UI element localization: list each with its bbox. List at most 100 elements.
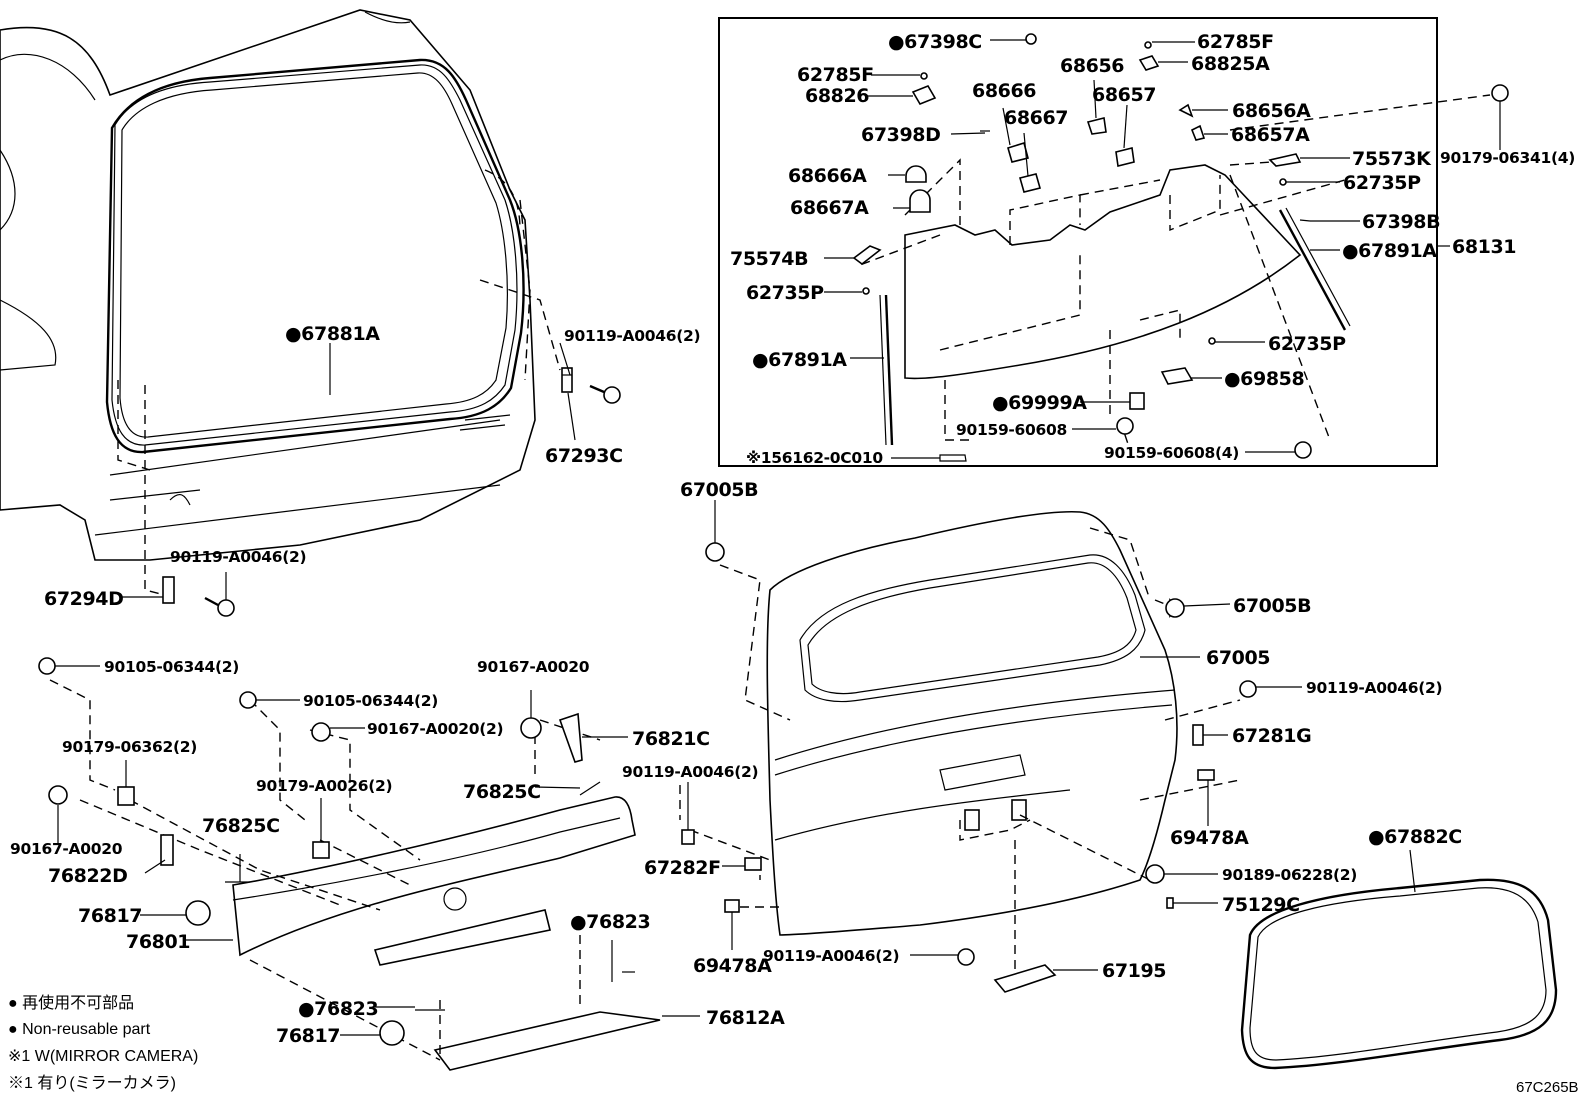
clip-90179-06362 bbox=[117, 786, 135, 806]
label-76823-a: ●76823 bbox=[570, 911, 650, 933]
label-69858: ●69858 bbox=[1224, 368, 1304, 390]
label-76812a: 76812A bbox=[706, 1007, 785, 1029]
label-68656: 68656 bbox=[1060, 55, 1124, 77]
label-67281g: 67281G bbox=[1232, 725, 1311, 747]
nut-90167-left bbox=[48, 785, 68, 805]
label-62735p-b: 62735P bbox=[746, 282, 824, 304]
label-90167-a0020-2: 90167-A0020(2) bbox=[367, 720, 503, 738]
label-76817-a: 76817 bbox=[78, 905, 142, 927]
label-67398c: ●67398C bbox=[888, 31, 982, 53]
label-68667a: 68667A bbox=[790, 197, 869, 219]
bolt-90189 bbox=[1145, 864, 1165, 884]
bolt-90119-e bbox=[957, 948, 975, 966]
label-76825c-b: 76825C bbox=[202, 815, 280, 837]
label-67293c: 67293C bbox=[545, 445, 623, 467]
label-68826: 68826 bbox=[805, 85, 869, 107]
leader-lines bbox=[55, 39, 1501, 1036]
back-door-panel bbox=[679, 510, 1241, 985]
label-90105-06344-a: 90105-06344(2) bbox=[104, 658, 239, 676]
label-90119-a0046-b: 90119-A0046(2) bbox=[170, 548, 306, 566]
bolt-90119-c bbox=[1239, 680, 1257, 698]
label-90119-a0046-e: 90119-A0046(2) bbox=[763, 947, 899, 965]
label-67005: 67005 bbox=[1206, 647, 1270, 669]
legend-nonreusable-jp: ● 再使用不可部品 bbox=[8, 994, 134, 1012]
cap-67005b-right-b bbox=[1165, 598, 1185, 618]
clip-90119-d bbox=[681, 829, 695, 845]
label-75573k: 75573K bbox=[1352, 148, 1432, 170]
bracket-67293c bbox=[561, 367, 573, 393]
label-76817-b: 76817 bbox=[276, 1025, 340, 1047]
weatherstrip-67882c bbox=[1240, 878, 1558, 1070]
label-67882c: ●67882C bbox=[1368, 826, 1462, 848]
part-labels: ●67881A 90119-A0046(2) 67293C 90119-A004… bbox=[10, 31, 1575, 1047]
label-90159-60608-4: 90159-60608(4) bbox=[1104, 444, 1239, 462]
bolt-90105-b bbox=[239, 691, 257, 709]
label-90105-06344-b: 90105-06344(2) bbox=[303, 692, 438, 710]
label-90179-a0026: 90179-A0026(2) bbox=[256, 777, 392, 795]
label-156162-0c010: ※156162-0C010 bbox=[746, 449, 883, 467]
label-90119-a0046-a: 90119-A0046(2) bbox=[564, 327, 700, 345]
stopper-69478a-right bbox=[1197, 769, 1215, 781]
label-67398d: 67398D bbox=[861, 124, 940, 146]
bolt-90119-b bbox=[204, 596, 235, 617]
label-68656a: 68656A bbox=[1232, 100, 1311, 122]
bracket-67282f bbox=[744, 857, 762, 871]
label-69478a-right: 69478A bbox=[1170, 827, 1249, 849]
label-67005b-b: 67005B bbox=[1233, 595, 1311, 617]
label-90167-a0020-top: 90167-A0020 bbox=[477, 658, 590, 676]
label-67294d: 67294D bbox=[44, 588, 123, 610]
legend: ● 再使用不可部品 ● Non-reusable part ※1 W(MIRRO… bbox=[8, 994, 198, 1092]
label-62735p-c: 62735P bbox=[1268, 333, 1346, 355]
stopper-69478a-left bbox=[724, 899, 740, 913]
hinge-67195 bbox=[993, 964, 1057, 993]
label-90119-a0046-d: 90119-A0046(2) bbox=[622, 763, 758, 781]
label-62785f-a: 62785F bbox=[1197, 31, 1274, 53]
label-68131: 68131 bbox=[1452, 236, 1516, 258]
bolt-90105-a bbox=[38, 657, 56, 675]
legend-nonreusable-en: ● Non-reusable part bbox=[8, 1021, 151, 1038]
label-76825c-a: 76825C bbox=[463, 781, 541, 803]
clip-76817-b bbox=[379, 1020, 405, 1046]
clip-76817-a bbox=[185, 900, 211, 926]
label-68657a: 68657A bbox=[1231, 124, 1310, 146]
label-90189-06228: 90189-06228(2) bbox=[1222, 866, 1357, 884]
label-90119-a0046-c: 90119-A0046(2) bbox=[1306, 679, 1442, 697]
label-90179-06362: 90179-06362(2) bbox=[62, 738, 197, 756]
clip-90179-a0026 bbox=[312, 841, 330, 859]
label-68825a: 68825A bbox=[1191, 53, 1270, 75]
label-68666: 68666 bbox=[972, 80, 1036, 102]
nut-90167-top bbox=[520, 717, 542, 739]
bracket-76821c bbox=[558, 712, 583, 763]
label-67195: 67195 bbox=[1102, 960, 1166, 982]
bracket-67281g bbox=[1192, 724, 1204, 746]
label-62735p-a: 62735P bbox=[1343, 172, 1421, 194]
label-76821c: 76821C bbox=[632, 728, 710, 750]
label-68666a: 68666A bbox=[788, 165, 867, 187]
bolt-90119-a bbox=[589, 384, 621, 404]
label-90179-06341: 90179-06341(4) bbox=[1440, 149, 1575, 167]
cap-67005b-left bbox=[705, 542, 725, 562]
label-67891a-a: ●67891A bbox=[1342, 240, 1437, 262]
label-62785f-b: 62785F bbox=[797, 64, 874, 86]
label-67282f: 67282F bbox=[644, 857, 721, 879]
clip-75129c bbox=[1166, 897, 1174, 909]
legend-note-en: ※1 W(MIRROR CAMERA) bbox=[8, 1048, 198, 1065]
label-67881a: ●67881A bbox=[285, 323, 380, 345]
garnish-assembly bbox=[49, 679, 661, 1071]
label-90167-a0020-left: 90167-A0020 bbox=[10, 840, 123, 858]
bracket-67294d bbox=[162, 576, 175, 604]
label-69478a-left: 69478A bbox=[693, 955, 772, 977]
drawing-code: 67C265B bbox=[1516, 1079, 1579, 1096]
label-76822d: 76822D bbox=[48, 865, 127, 887]
label-68667: 68667 bbox=[1004, 107, 1068, 129]
bracket-76822d bbox=[160, 834, 174, 866]
label-75129c: 75129C bbox=[1222, 894, 1300, 916]
label-76801: 76801 bbox=[126, 931, 190, 953]
vehicle-rear-body bbox=[0, 9, 561, 596]
nut-90167-a bbox=[311, 722, 331, 742]
label-69999a: ●69999A bbox=[992, 392, 1087, 414]
label-67005b-a: 67005B bbox=[680, 479, 758, 501]
label-67891a-b: ●67891A bbox=[752, 349, 847, 371]
